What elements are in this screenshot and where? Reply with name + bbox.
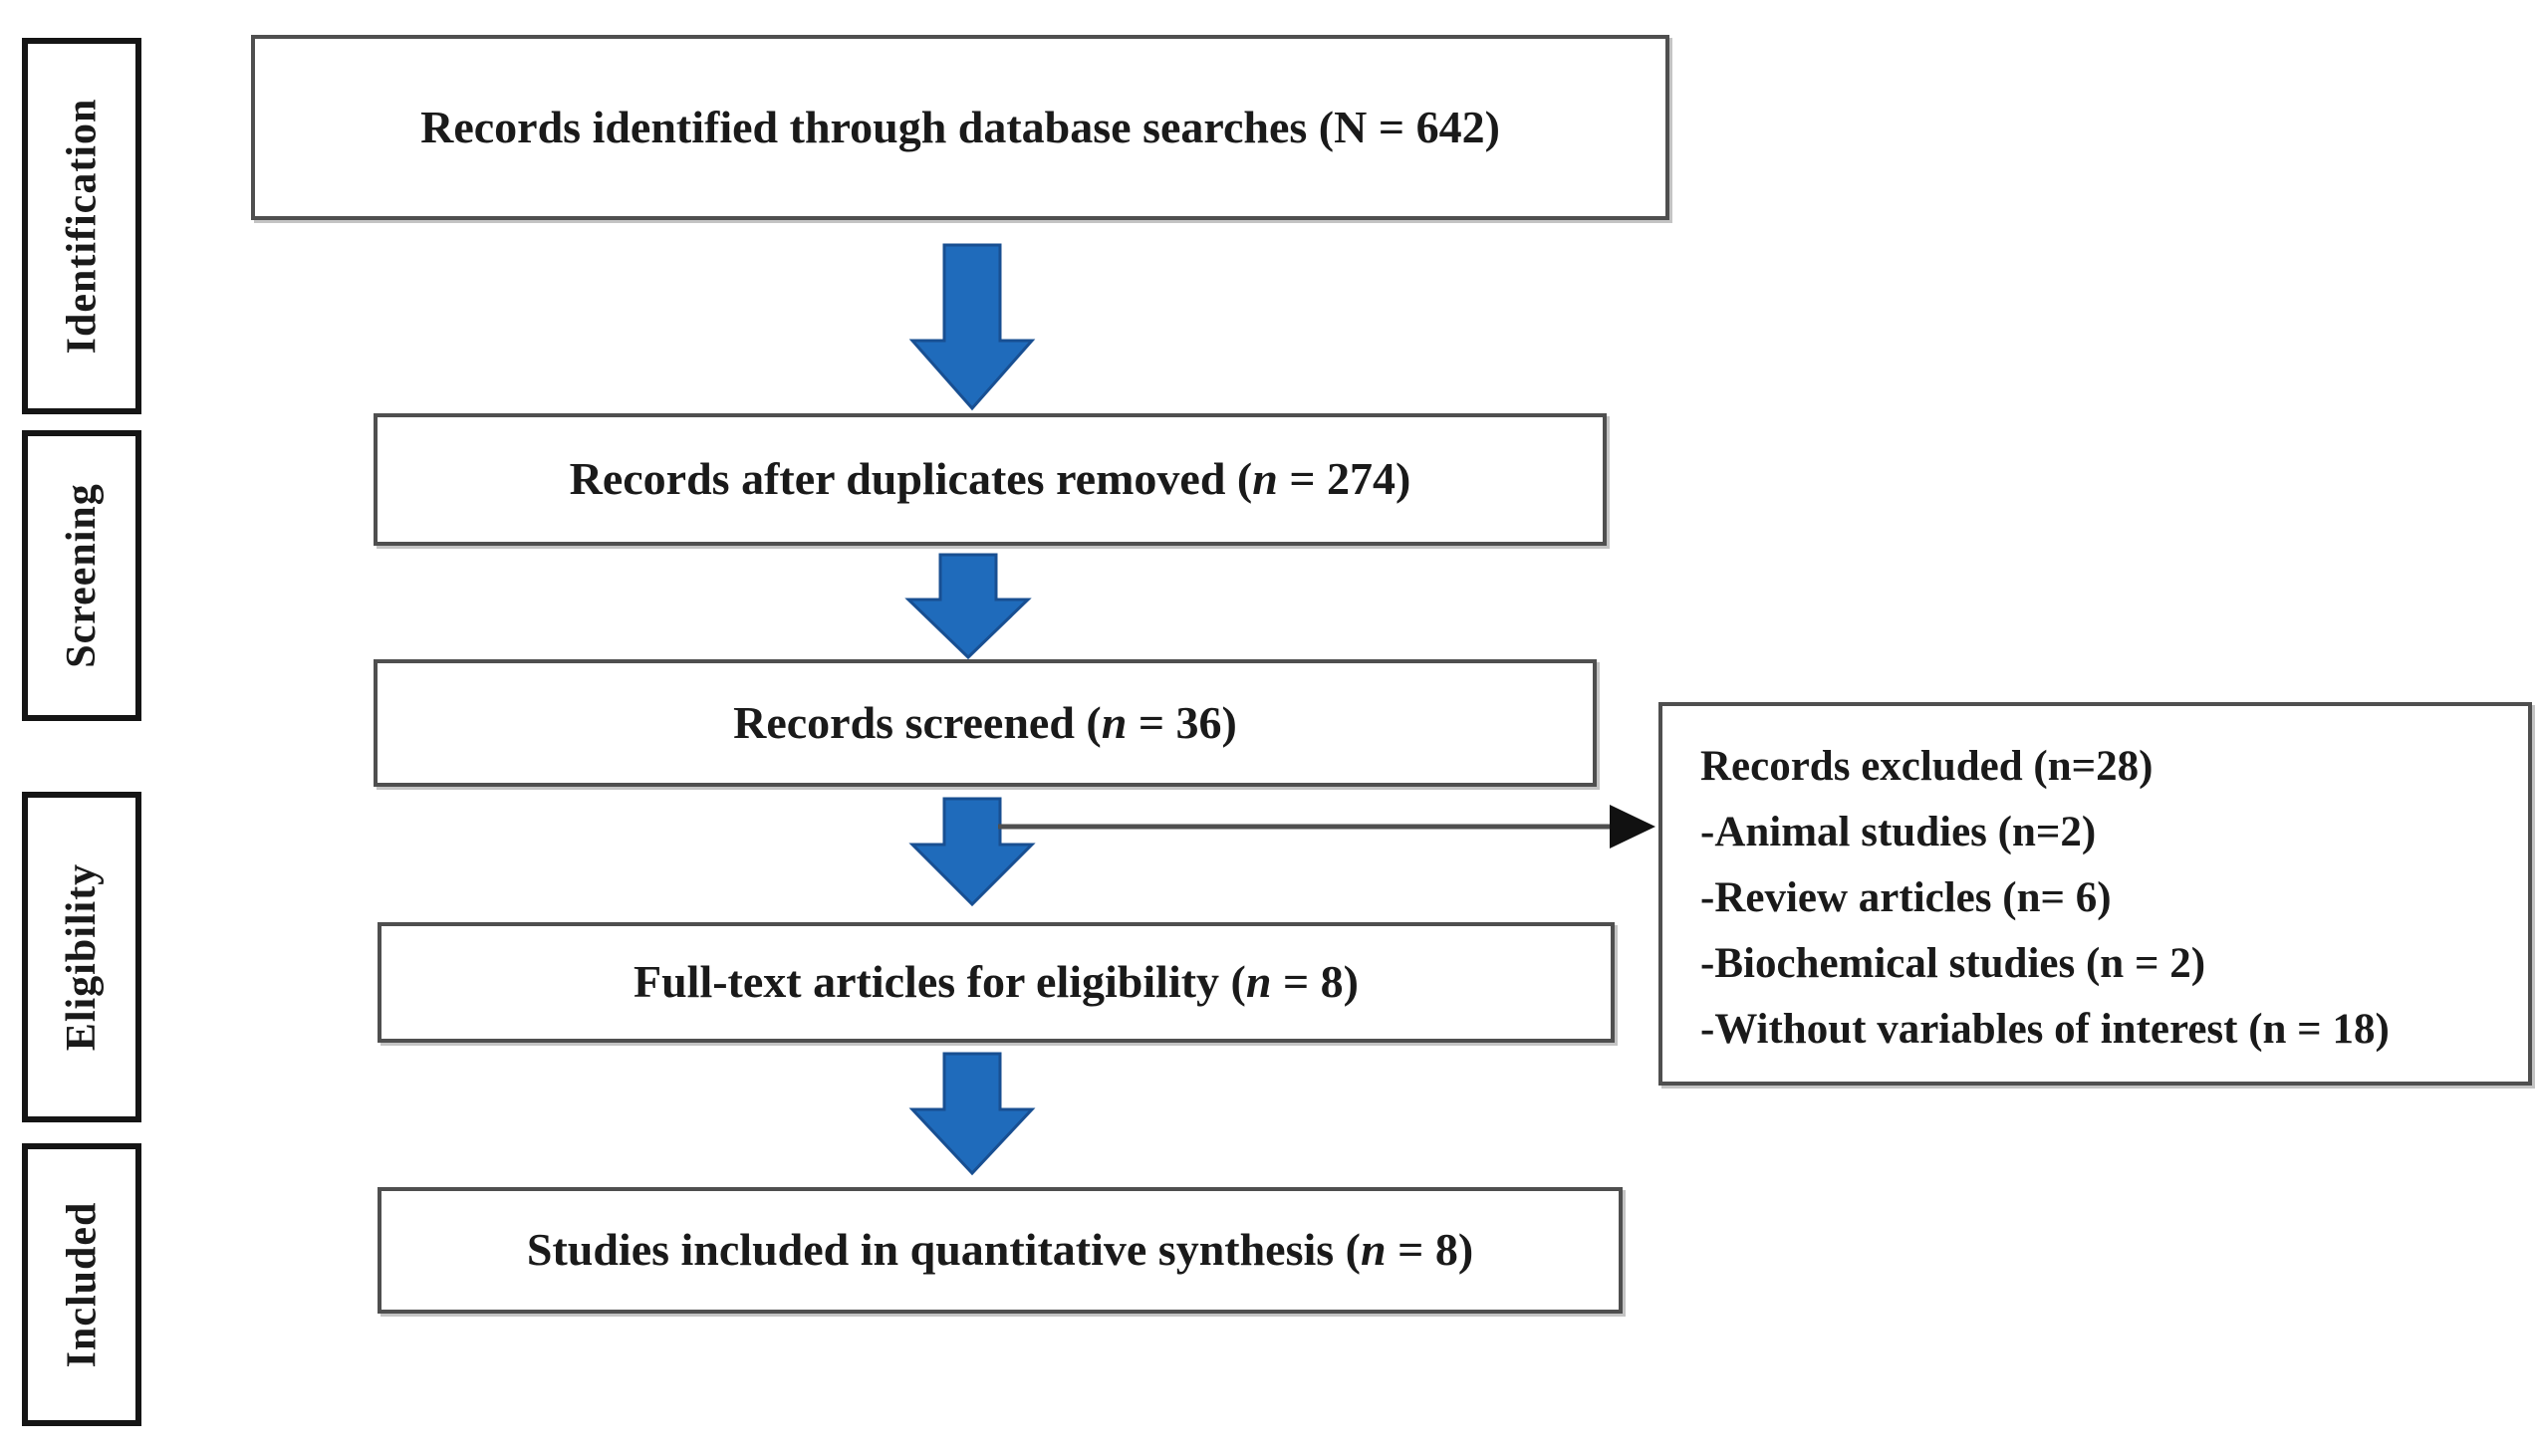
n-symbol: n [1361, 1224, 1387, 1276]
stage-box-included: Included [22, 1143, 141, 1426]
label-suffix: = 8) [1271, 956, 1359, 1008]
flow-box-records-identified: Records identified through database sear… [251, 35, 1669, 220]
stage-label-included: Included [59, 1201, 106, 1368]
down-arrow-duplicates-to-screened [904, 553, 1032, 660]
label-suffix: = 274) [1277, 453, 1411, 505]
flow-box-studies-included: Studies included in quantitative synthes… [378, 1187, 1623, 1314]
label-suffix: = 642) [1367, 101, 1500, 152]
stage-box-screening: Screening [22, 430, 141, 721]
excluded-item-biochemical-studies: -Biochemical studies (n = 2) [1700, 940, 2206, 987]
label-suffix: = 36) [1127, 696, 1237, 748]
n-symbol: n [1101, 696, 1128, 748]
exclusion-connector-arrowhead [1610, 805, 1655, 849]
stage-box-identification: Identification [22, 38, 141, 414]
n-symbol: n [1252, 453, 1278, 505]
flow-box-records-screened: Records screened (n = 36) [374, 659, 1597, 787]
n-symbol: N [1334, 101, 1368, 152]
excluded-item-review-articles: -Review articles (n= 6) [1700, 874, 2112, 921]
excluded-title: Records excluded (n=28) [1700, 743, 2154, 790]
label-prefix: Records identified through database sear… [420, 101, 1335, 152]
n-symbol: n [1245, 956, 1272, 1008]
label-suffix: = 8) [1386, 1224, 1474, 1276]
stage-box-eligibility: Eligibility [22, 792, 141, 1122]
excluded-item-without-variables: -Without variables of interest (n = 18) [1700, 1006, 2390, 1053]
flow-box-studies-included-label: Studies included in quantitative synthes… [527, 1224, 1473, 1277]
label-prefix: Studies included in quantitative synthes… [526, 1224, 1362, 1276]
flow-box-duplicates-removed: Records after duplicates removed (n = 27… [374, 413, 1607, 546]
flow-box-fulltext-eligibility-label: Full-text articles for eligibility (n = … [634, 956, 1359, 1009]
down-arrow-screened-to-fulltext [908, 797, 1036, 907]
stage-label-identification: Identification [59, 98, 106, 355]
label-prefix: Records after duplicates removed ( [569, 453, 1253, 505]
records-excluded-box: Records excluded (n=28) -Animal studies … [1658, 702, 2532, 1086]
down-arrow-identification-to-duplicates [908, 243, 1036, 411]
label-prefix: Full-text articles for eligibility ( [634, 956, 1246, 1008]
stage-label-screening: Screening [59, 483, 105, 668]
excluded-item-animal-studies: -Animal studies (n=2) [1700, 809, 2097, 855]
stage-label-eligibility: Eligibility [59, 862, 105, 1052]
label-prefix: Records screened ( [733, 696, 1102, 748]
flow-box-fulltext-eligibility: Full-text articles for eligibility (n = … [378, 922, 1615, 1043]
flow-box-records-screened-label: Records screened (n = 36) [733, 697, 1237, 750]
flow-box-duplicates-removed-label: Records after duplicates removed (n = 27… [570, 453, 1411, 506]
down-arrow-fulltext-to-included [908, 1052, 1036, 1176]
flow-box-records-identified-label: Records identified through database sear… [420, 102, 1500, 154]
